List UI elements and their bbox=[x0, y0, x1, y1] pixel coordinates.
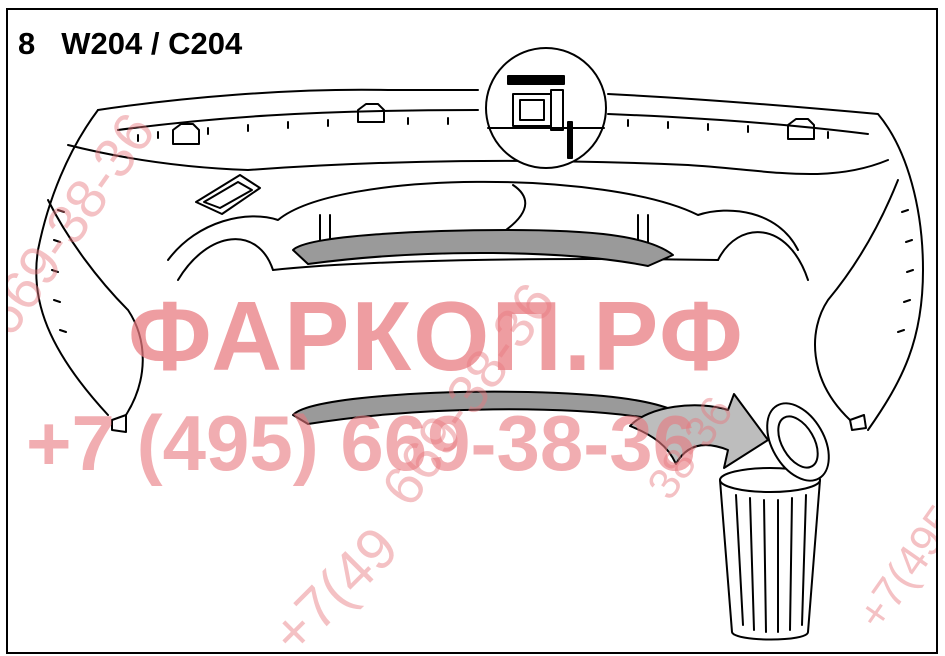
bumper-diagram bbox=[35, 47, 924, 641]
step-header: 8 W204 / C204 bbox=[18, 26, 242, 62]
bumper-outline bbox=[35, 88, 924, 433]
step-number: 8 bbox=[18, 26, 36, 61]
arrow-icon bbox=[629, 393, 769, 469]
jigsaw-icon bbox=[485, 47, 607, 231]
trash-bin-icon bbox=[719, 402, 830, 641]
cut-panel-attached bbox=[292, 229, 674, 267]
vehicle-model: W204 / C204 bbox=[61, 26, 243, 61]
cut-panel-removed bbox=[292, 390, 674, 425]
